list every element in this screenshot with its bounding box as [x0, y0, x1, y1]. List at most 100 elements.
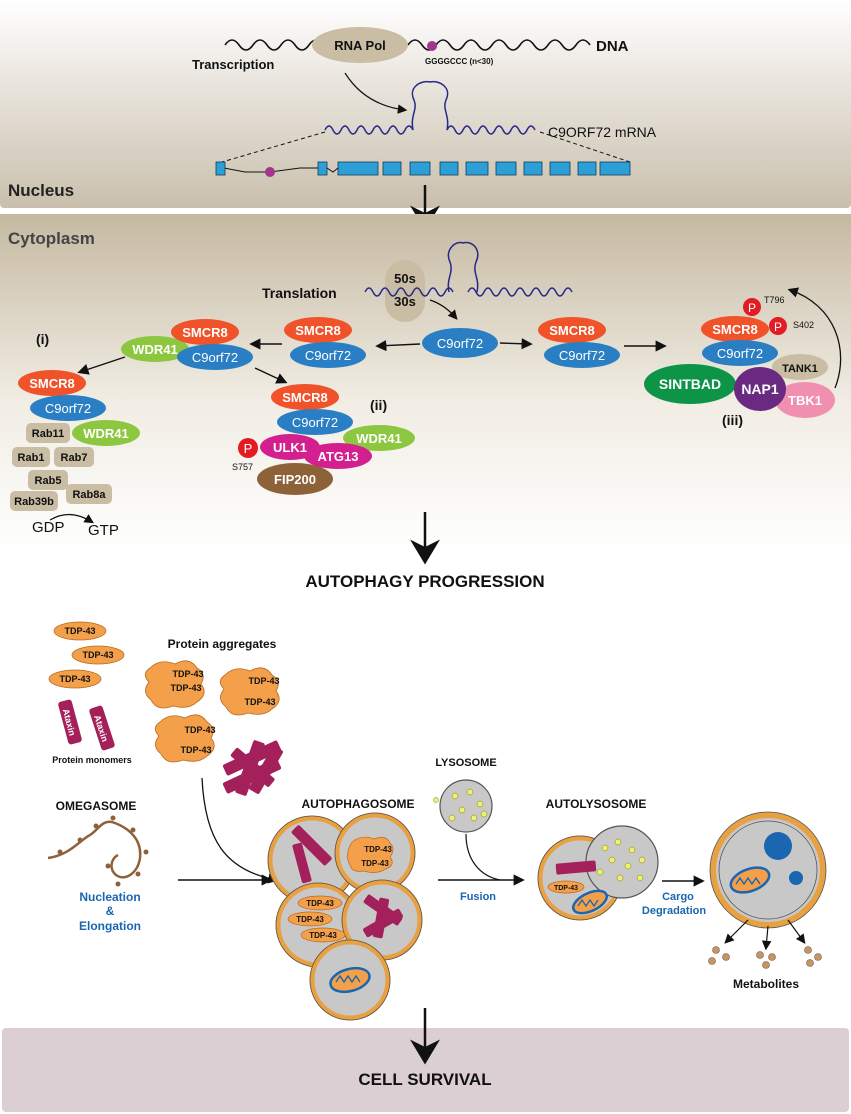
cargo-label: Cargo [662, 891, 694, 903]
phospho-s402 [769, 317, 787, 335]
wdr41-top-label: WDR41 [132, 342, 178, 357]
svg-text:TDP-43: TDP-43 [309, 931, 337, 940]
sintbad [644, 364, 736, 404]
c9orf72-left-label: C9orf72 [305, 348, 351, 363]
gtp-label: GTP [88, 522, 119, 539]
rab11-label: Rab11 [32, 428, 64, 440]
ulk1-label: ULK1 [273, 440, 307, 455]
arrow-to-left-complex [375, 340, 421, 352]
c9orf72-rab-label: C9orf72 [45, 401, 91, 416]
degradation-vesicle [709, 811, 827, 929]
roman-ii: (ii) [370, 397, 387, 413]
cell-survival-title: CELL SURVIVAL [358, 1070, 491, 1089]
smcr8-rab [18, 370, 86, 396]
svg-text:TDP-43: TDP-43 [554, 885, 578, 892]
smcr8-rab-label: SMCR8 [29, 376, 75, 391]
ataxin-aggregate [222, 740, 283, 796]
atg13 [304, 443, 372, 469]
phospho-t796-label: P [748, 301, 756, 315]
tdp43-aggregate-1: TDP-43 TDP-43 [144, 660, 205, 709]
translation-arrow [429, 299, 458, 320]
nucleus-panel [0, 0, 851, 208]
gdp-gtp-arrow [49, 513, 95, 524]
metabolite-arrow-mid [761, 925, 772, 951]
rab8a-label: Rab8a [72, 489, 106, 501]
translation-label: Translation [262, 285, 337, 301]
svg-text:TDP-43: TDP-43 [361, 859, 389, 868]
gene-exons [215, 161, 631, 177]
wdr41-ulk-label: WDR41 [356, 431, 402, 446]
degradation-label: Degradation [642, 905, 706, 917]
omegasome-label: OMEGASOME [56, 799, 137, 813]
smcr8-tbk [701, 316, 769, 342]
c9orf72-center-label: C9orf72 [437, 336, 483, 351]
metabolite-arrow-left [724, 919, 749, 944]
s757-label: S757 [232, 462, 253, 472]
cytoplasm-title: Cytoplasm [8, 229, 95, 248]
rab39b-label: Rab39b [14, 496, 54, 508]
mrna-strand [324, 125, 536, 135]
protein-aggregates-label: Protein aggregates [168, 637, 277, 651]
svg-text:TDP-43: TDP-43 [244, 697, 275, 707]
svg-text:TDP-43: TDP-43 [180, 745, 211, 755]
c9orf72-left [290, 342, 366, 368]
dna-strand [224, 39, 591, 51]
smcr8-left-label: SMCR8 [295, 323, 341, 338]
tdp43-monomers: TDP-43 TDP-43 TDP-43 [48, 621, 125, 689]
roman-iii: (iii) [722, 412, 743, 428]
rab1-label: Rab1 [18, 452, 45, 464]
s402-label: S402 [793, 320, 814, 330]
sintbad-label: SINTBAD [659, 376, 721, 392]
rab1-box [12, 447, 50, 467]
cell-survival-panel [2, 1028, 849, 1112]
smcr8-right-label: SMCR8 [549, 323, 595, 338]
rna-pol-label: RNA Pol [334, 38, 386, 53]
repeat-site [427, 41, 437, 51]
tdp43-aggregate-2: TDP-43 TDP-43 [219, 667, 280, 716]
mrna-label: C9ORF72 mRNA [548, 124, 657, 140]
ribosome-50s: 50s [394, 271, 416, 286]
nucleation-label: Nucleation [79, 890, 140, 904]
phospho-t796 [743, 298, 761, 316]
roman-i: (i) [36, 331, 49, 347]
aggregates-to-autophagosome-arrow [201, 777, 279, 884]
metabolite-arrow-right [787, 919, 806, 944]
fip200 [257, 463, 333, 495]
arrow-to-ulk-complex [254, 367, 288, 384]
t796-label: T796 [764, 295, 785, 305]
transcription-label: Transcription [192, 57, 274, 72]
repeat-label: GGGGCCC (n<30) [425, 57, 494, 66]
atg13-label: ATG13 [318, 449, 359, 464]
smcr8-tbk-label: SMCR8 [712, 322, 758, 337]
c9orf72-right [544, 342, 620, 368]
autophagy-title: AUTOPHAGY PROGRESSION [305, 572, 544, 591]
nap1-label: NAP1 [741, 381, 779, 397]
omegasome [47, 820, 142, 879]
lysosome [433, 779, 493, 833]
wdr41-ulk [343, 425, 415, 451]
c9orf72-tbk-label: C9orf72 [717, 346, 763, 361]
c9orf72-ulk [277, 409, 353, 435]
svg-text:TDP-43: TDP-43 [296, 915, 324, 924]
nucleus-title: Nucleus [8, 181, 74, 200]
phospho-s402-label: P [774, 320, 782, 334]
smcr8-wdr-complex-label: SMCR8 [182, 325, 228, 340]
smcr8-ulk [271, 384, 339, 410]
svg-text:TDP-43: TDP-43 [82, 650, 113, 660]
arrow-to-rab-complex [77, 356, 126, 375]
rab8a-box [66, 484, 112, 504]
tbk1 [775, 382, 835, 418]
autophagosome-cluster: TDP-43 TDP-43 TDP-43 TDP-43 TDP-43 [267, 812, 423, 1021]
phospho-ulk1-label: P [244, 441, 253, 456]
wdr41-rab-label: WDR41 [83, 426, 129, 441]
svg-text:TDP-43: TDP-43 [248, 676, 279, 686]
metabolites-label: Metabolites [733, 977, 799, 991]
ataxin-monomers: Ataxin Ataxin [58, 699, 115, 751]
svg-text:TDP-43: TDP-43 [64, 626, 95, 636]
c9orf72-ulk-label: C9orf72 [292, 415, 338, 430]
autolysosome: TDP-43 [537, 825, 659, 921]
svg-text:TDP-43: TDP-43 [184, 725, 215, 735]
c9orf72-wdr-complex-label: C9orf72 [192, 350, 238, 365]
dna-label: DNA [596, 38, 629, 55]
